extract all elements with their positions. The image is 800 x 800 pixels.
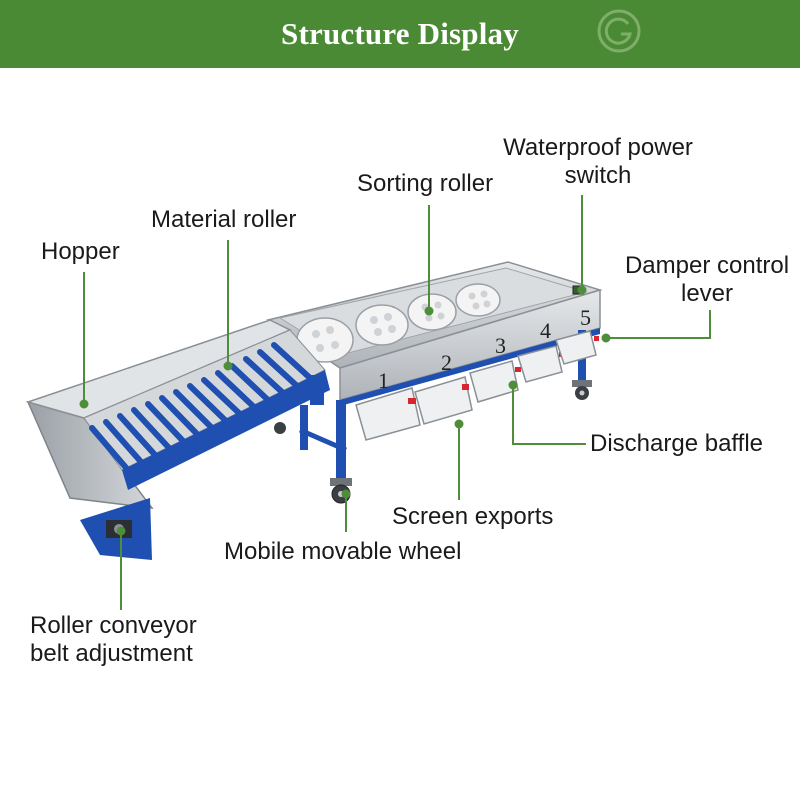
label-material-roller: Material roller — [151, 206, 297, 233]
label-waterproof-line2: switch — [564, 162, 632, 189]
label-roller-adjust-line1: Roller conveyor — [30, 612, 197, 639]
outlet-number-2: 2 — [441, 350, 452, 375]
label-damper-line1: Damper control — [624, 252, 790, 279]
label-damper-control-lever: Damper control lever — [620, 252, 794, 308]
label-hopper: Hopper — [41, 238, 120, 265]
discharge-tray-2 — [414, 376, 473, 425]
discharge-tray-1 — [355, 387, 421, 441]
wheel-right — [572, 380, 592, 400]
outlet-number-5: 5 — [580, 305, 591, 330]
label-waterproof-line1: Waterproof power — [503, 134, 693, 161]
discharge-trays — [355, 330, 599, 441]
outlet-number-1: 1 — [378, 368, 389, 393]
sorting-roller-4 — [455, 283, 501, 317]
header-banner: Structure Display — [0, 0, 800, 68]
label-sorting-roller: Sorting roller — [357, 170, 494, 197]
sorting-roller-1 — [296, 317, 354, 363]
discharge-tray-3 — [469, 360, 521, 403]
roller-conveyor — [80, 329, 330, 560]
leader-lines — [79, 195, 711, 610]
sorting-rollers — [296, 283, 501, 363]
outlet-number-3: 3 — [495, 333, 506, 358]
label-discharge-baffle: Discharge baffle — [590, 430, 763, 457]
label-screen-exports: Screen exports — [392, 503, 554, 530]
label-roller-conveyor-belt-adjustment: Roller conveyor belt adjustment — [30, 612, 197, 668]
sorting-roller-2 — [355, 304, 409, 346]
front-panel — [339, 288, 601, 406]
wheel-back — [274, 422, 286, 434]
discharge-tray-5 — [555, 330, 599, 365]
label-damper-line2: lever — [680, 280, 734, 307]
label-mobile-movable-wheel: Mobile movable wheel — [224, 538, 462, 565]
label-roller-adjust-line2: belt adjustment — [30, 640, 193, 667]
page-title: Structure Display — [281, 16, 519, 51]
brand-logo-icon — [597, 9, 641, 53]
label-waterproof-power-switch: Waterproof power switch — [498, 134, 698, 190]
outlet-number-4: 4 — [540, 318, 551, 343]
